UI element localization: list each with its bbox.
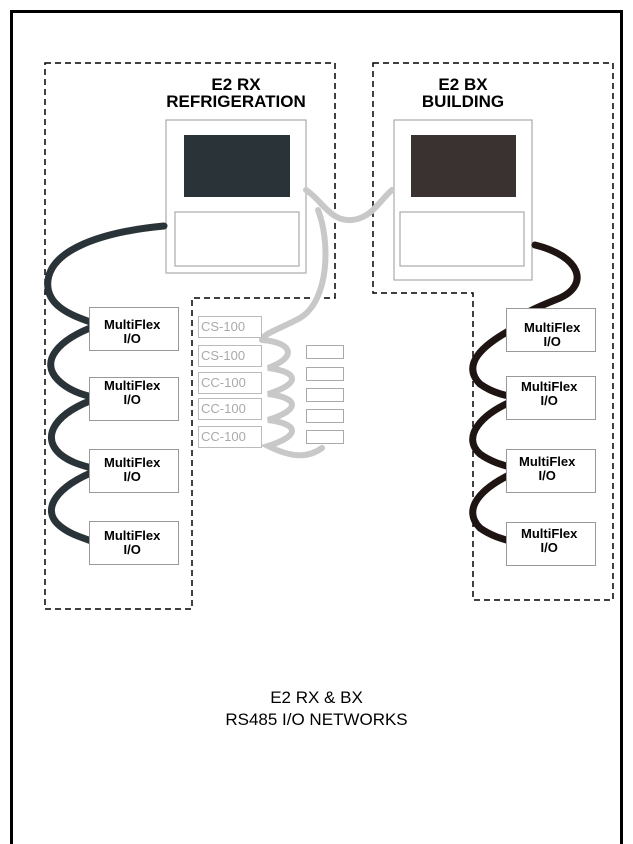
rx-title-line2: REFRIGERATION — [166, 92, 306, 111]
bx-multiflex-box — [506, 449, 596, 493]
figure-frame — [10, 10, 623, 844]
caption-line2: RS485 I/O NETWORKS — [225, 710, 408, 729]
bx-panel — [399, 211, 525, 267]
cc-device: CC-100 — [198, 398, 262, 420]
rx-multiflex-box — [89, 521, 179, 565]
terminal-box — [306, 430, 344, 444]
cc-device: CS-100 — [198, 316, 262, 338]
cc-device: CS-100 — [198, 345, 262, 367]
rx-title-line1: E2 RX — [211, 75, 261, 94]
terminal-box — [306, 388, 344, 402]
cc-device: CC-100 — [198, 426, 262, 448]
terminal-box — [306, 409, 344, 423]
bx-title-line1: E2 BX — [438, 75, 488, 94]
rx-group-outline — [44, 62, 336, 610]
bx-title-line2: BUILDING — [421, 92, 505, 111]
bx-multiflex-box — [506, 522, 596, 566]
cc-device: CC-100 — [198, 372, 262, 394]
terminal-box — [306, 345, 344, 359]
rx-multiflex-box — [89, 449, 179, 493]
bx-multiflex-box — [506, 376, 596, 420]
rx-title: E2 RX REFRIGERATION — [166, 76, 306, 110]
rx-multiflex-box — [89, 377, 179, 421]
bx-title: E2 BX BUILDING — [394, 76, 532, 110]
rx-screen — [184, 135, 290, 197]
bx-group-outline — [372, 62, 614, 601]
rx-multiflex-box — [89, 307, 179, 351]
rx-panel — [174, 211, 300, 267]
cc-network-cable — [259, 187, 395, 459]
caption-line1: E2 RX & BX — [270, 688, 363, 707]
terminal-box — [306, 367, 344, 381]
figure-caption: E2 RX & BX RS485 I/O NETWORKS — [0, 687, 633, 731]
bx-multiflex-box — [506, 308, 596, 352]
bx-screen — [411, 135, 516, 197]
